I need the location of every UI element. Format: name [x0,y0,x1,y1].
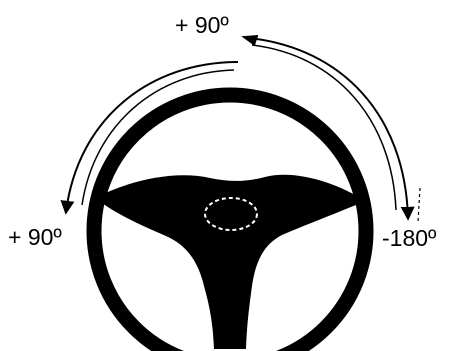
right-angle-label: -180º [382,225,437,251]
top-angle-label: + 90º [175,12,229,38]
left-angle-label: + 90º [8,224,62,250]
steering-wheel-icon [94,95,366,351]
